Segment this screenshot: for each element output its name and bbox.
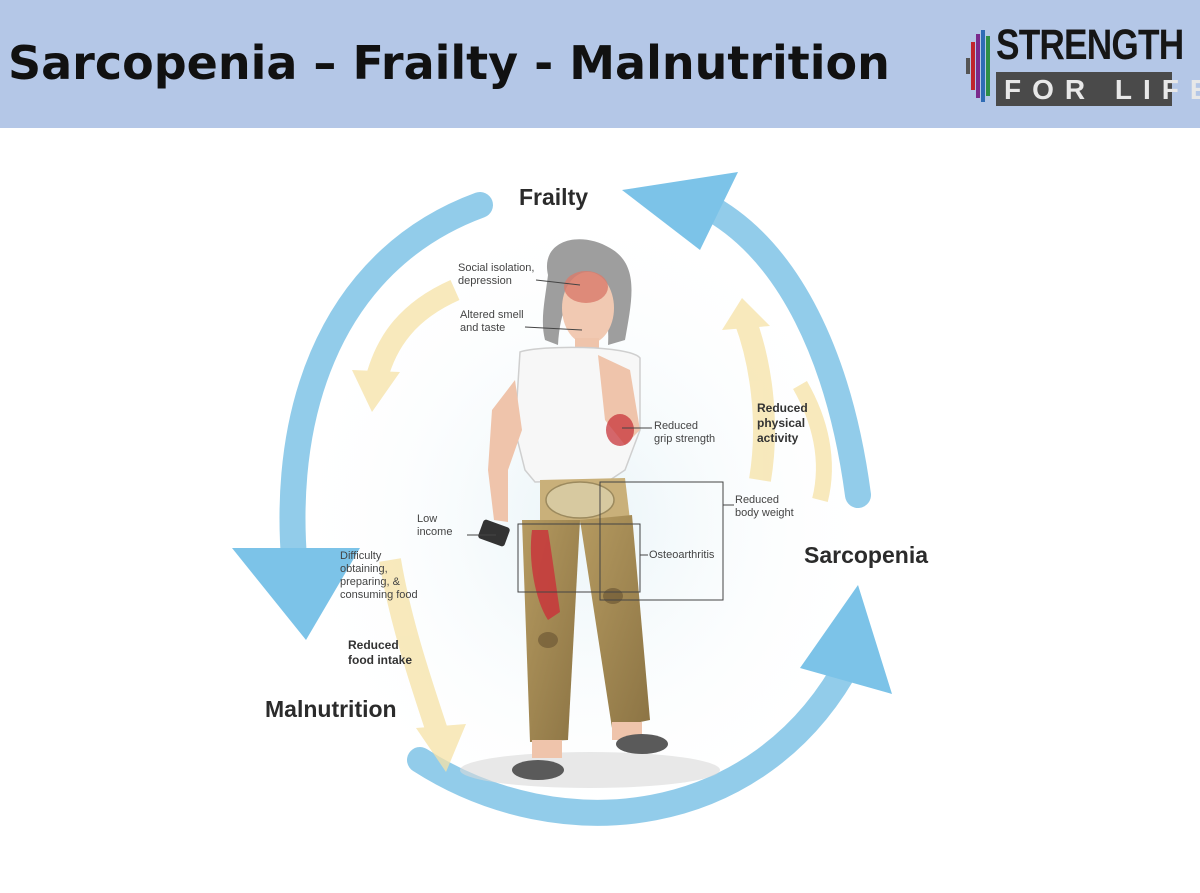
annotation-difficulty-line2: obtaining, xyxy=(340,563,388,575)
logo-forlife-band xyxy=(996,72,1172,106)
annotation-difficulty: Difficulty obtaining, preparing, & consu… xyxy=(340,550,418,602)
annotation-physical-activity: Reduced physical activity xyxy=(757,401,808,446)
annotation-grip-line1: Reduced xyxy=(654,420,699,432)
yellow-inner-arrows xyxy=(352,279,832,772)
sarcopenia-cycle-diagram: Frailty Sarcopenia Malnutrition Social i… xyxy=(0,128,1200,893)
annotation-altered-smell-line1: Altered smell xyxy=(460,309,524,321)
annotation-body-weight: Reduced body weight xyxy=(735,494,794,520)
annotation-social-isolation: Social isolation, depression xyxy=(458,262,534,288)
node-sarcopenia: Sarcopenia xyxy=(804,542,928,568)
annotation-altered-smell: Altered smell and taste xyxy=(460,309,524,335)
blue-arrow-sarcopenia-to-frailty xyxy=(622,172,871,508)
annotation-leader-lines xyxy=(467,279,734,601)
annotation-physical-activity-line1: Reduced xyxy=(757,401,808,415)
annotation-body-weight-line1: Reduced xyxy=(735,494,780,506)
logo-bars-icon xyxy=(966,30,990,102)
annotation-difficulty-line1: Difficulty xyxy=(340,550,382,562)
blue-arrow-malnutrition-to-sarcopenia xyxy=(407,585,892,826)
annotation-food-intake-line1: Reduced xyxy=(348,638,399,652)
cycle-illustration xyxy=(232,172,892,840)
annotation-grip-line2: grip strength xyxy=(654,433,716,445)
node-malnutrition: Malnutrition xyxy=(265,696,397,722)
node-frailty: Frailty xyxy=(519,184,589,210)
annotation-grip-strength: Reduced grip strength xyxy=(654,420,715,446)
annotation-low-income-line2: income xyxy=(417,526,453,538)
annotation-altered-smell-line2: and taste xyxy=(460,322,506,334)
annotation-low-income: Low income xyxy=(417,513,452,539)
annotation-low-income-line1: Low xyxy=(417,513,438,525)
annotation-body-weight-line2: body weight xyxy=(735,507,794,519)
slide-title: Sarcopenia – Frailty - Malnutrition xyxy=(8,36,890,90)
title-banner: Sarcopenia – Frailty - Malnutrition STRE… xyxy=(0,0,1200,128)
annotation-social-isolation-line1: Social isolation, xyxy=(458,262,535,274)
annotation-physical-activity-line2: physical xyxy=(757,416,806,430)
logo-strength-text: STRENGTH xyxy=(996,21,1184,69)
annotation-food-intake: Reduced food intake xyxy=(348,638,412,668)
strength-for-life-logo: STRENGTH FOR LIFE xyxy=(966,22,1200,108)
annotation-osteoarthritis: Osteoarthritis xyxy=(649,549,715,561)
ground-shadow xyxy=(460,752,720,788)
woman-figure xyxy=(478,239,668,780)
logo-forlife-text: FOR LIFE xyxy=(1004,74,1200,105)
annotation-physical-activity-line3: activity xyxy=(757,431,799,445)
annotation-difficulty-line3: preparing, & xyxy=(340,576,400,588)
blue-arrow-frailty-to-malnutrition xyxy=(232,192,493,640)
annotation-social-isolation-line2: depression xyxy=(458,275,512,287)
annotation-food-intake-line2: food intake xyxy=(348,653,413,667)
annotation-difficulty-line4: consuming food xyxy=(340,589,418,601)
